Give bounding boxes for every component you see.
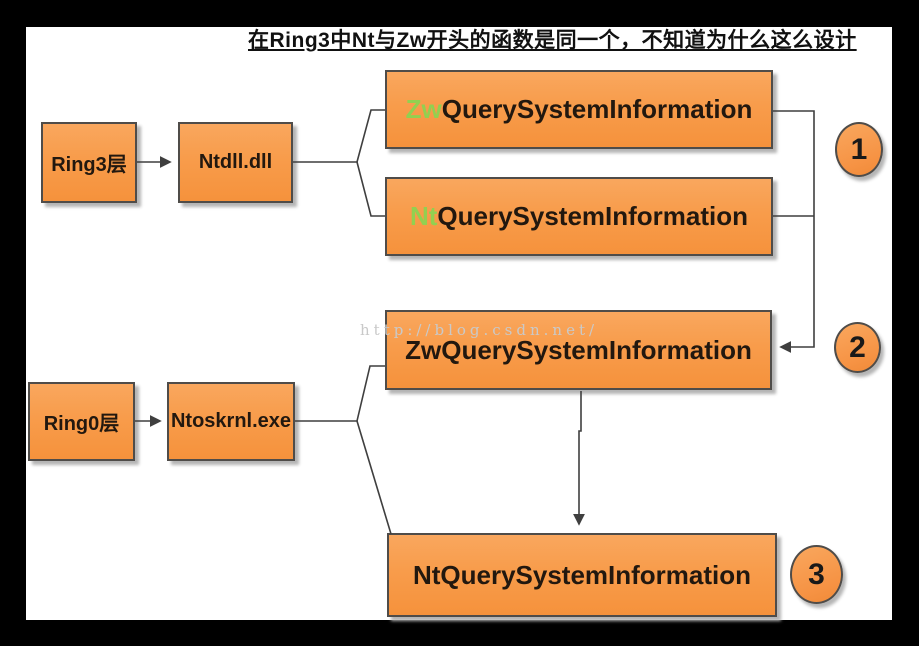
node-nt-query-user-label: NtQuerySystemInformation [410,201,748,232]
node-nt-query-user: NtQuerySystemInformation [385,177,773,256]
node-zw-query-user-label: ZwQuerySystemInformation [406,94,753,125]
badge-2: 2 [834,322,881,373]
badge-2-number: 2 [849,330,866,364]
diagram-title: 在Ring3中Nt与Zw开头的函数是同一个，不知道为什么这么设计 [248,29,857,52]
watermark-text: http://blog.csdn.net/ [360,321,599,339]
badge-3-number: 3 [808,557,825,591]
node-zw-query-kernel: ZwQuerySystemInformation [385,310,772,390]
badge-1-number: 1 [850,132,868,166]
node-nt-query-kernel: NtQuerySystemInformation [387,533,777,617]
node-ntoskrnl-label: Ntoskrnl.exe [170,410,292,432]
nt-prefix-green: Nt [409,201,438,231]
badge-1: 1 [835,122,883,177]
node-ring3-label: Ring3层 [51,154,127,176]
node-zw-query-user: ZwQuerySystemInformation [385,70,773,149]
badge-3: 3 [790,545,843,604]
node-ntdll: Ntdll.dll [178,122,293,203]
node-nt-query-kernel-label: NtQuerySystemInformation [412,559,752,590]
node-zw-query-kernel-label: ZwQuerySystemInformation [405,334,752,365]
node-ring0-layer: Ring0层 [28,382,135,461]
node-ring0-label: Ring0层 [43,413,120,435]
node-ntdll-label: Ntdll.dll [198,151,273,173]
zw-prefix-green: Zw [405,94,442,124]
nt-rest-text: QuerySystemInformation [437,201,749,231]
zw-rest-text: QuerySystemInformation [441,94,753,124]
node-ntoskrnl: Ntoskrnl.exe [167,382,295,461]
node-ring3-layer: Ring3层 [41,122,137,203]
